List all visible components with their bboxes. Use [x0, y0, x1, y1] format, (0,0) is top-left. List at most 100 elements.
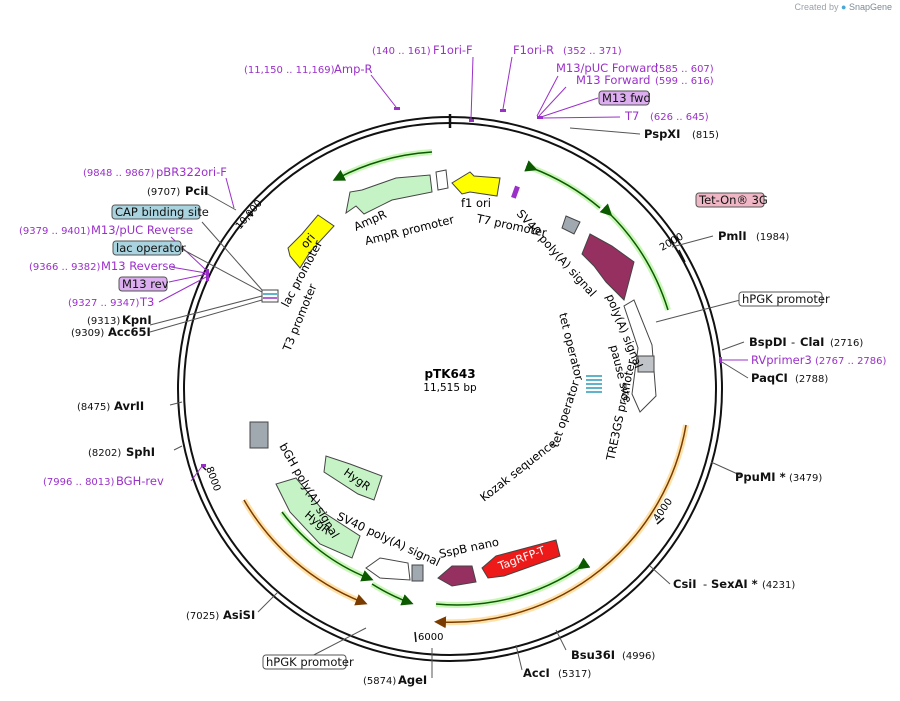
avrii-name: AvrII [114, 399, 144, 413]
m13-puc-reverse-name: M13/pUC Reverse [91, 223, 193, 237]
primer-markers [201, 107, 722, 467]
orf-arcs [241, 149, 689, 629]
ampr-promoter-arrow [435, 169, 449, 191]
amp-r-name: Amp-R [334, 62, 373, 76]
asisi-name: AsiSI [223, 608, 255, 622]
snapgene-logo-icon: ● [841, 2, 847, 12]
f1-ori-label: f1 ori [461, 196, 491, 210]
sphi-name: SphI [126, 445, 155, 459]
f1ori-f-range: (140 .. 161) [372, 46, 431, 57]
top-primer-labels: (11,150 .. 11,169) Amp-R (140 .. 161) F1… [244, 43, 714, 123]
m13-rev-name: M13 rev [122, 277, 169, 291]
tick-10000: 10,000 [234, 198, 265, 232]
ori-arrow [287, 214, 335, 269]
hpgk-right-box [738, 291, 823, 307]
cap-binding-name: CAP binding site [115, 205, 209, 219]
tick-8000: 8000 [201, 465, 222, 493]
site-leader-lines [149, 127, 749, 678]
tick-label-2000: 2000 [658, 231, 686, 253]
m13-puc-forward-range: (585 .. 607) [655, 64, 714, 75]
lac-promoter-block [261, 289, 279, 303]
ampr-arrow [345, 174, 433, 215]
sspb-nano-label: SspB nano [438, 535, 500, 561]
csii-name: CsiI [673, 577, 697, 591]
asisi-pos: (7025) [186, 611, 219, 622]
bsu36i-name: Bsu36I [571, 648, 615, 662]
hygr-arrow-2 [275, 477, 361, 559]
f1-ori-arrow [451, 171, 501, 197]
tick-6000: 6000 [414, 631, 443, 643]
tet-on-name: Tet-On® 3G [698, 193, 768, 207]
sexai-name: SexAI * [711, 577, 758, 591]
pmli-name: PmlI [718, 229, 747, 243]
pcii-pos: (9707) [147, 187, 180, 198]
sv40-polya-block-1 [561, 215, 581, 235]
credit-prefix: Created by [794, 2, 839, 12]
rvprimer3-name: RVprimer3 [751, 353, 812, 367]
tet-on-box [695, 192, 765, 208]
m13-forward-range: (599 .. 616) [655, 76, 714, 87]
csii-sep: - [703, 577, 707, 591]
agei-name: AgeI [398, 673, 427, 687]
pcii-name: PciI [185, 184, 208, 198]
bsu36i-pos: (4996) [622, 651, 655, 662]
tick-label-6000: 6000 [418, 632, 443, 643]
pspxi-name: PspXI [644, 127, 680, 141]
t7-range: (626 .. 645) [650, 112, 709, 123]
m13-reverse-pos: (9366 .. 9382) [29, 262, 101, 273]
kpni-pos: (9313) [87, 316, 120, 327]
paqci-pos: (2788) [795, 374, 828, 385]
tagrfp-arrow [481, 539, 561, 579]
tet-operator-label-2: tet operator [548, 379, 583, 449]
amp-r-range: (11,150 .. 11,169) [244, 65, 335, 76]
right-site-labels: PspXI (815) Tet-On® 3G PmlI (1984) hPGK … [523, 127, 887, 680]
sspb-nano-arrow [437, 565, 477, 587]
tick-label-8000: 8000 [203, 465, 222, 493]
hpgk-bottom-name: hPGK promoter [266, 655, 354, 669]
acc65i-name: Acc65I [108, 325, 151, 339]
sphi-pos: (8202) [88, 448, 121, 459]
kozak-label: Kozak sequence [477, 436, 559, 504]
bspdi-name: BspDI [749, 335, 787, 349]
pbr322ori-f-pos: (9848 .. 9867) [83, 168, 155, 179]
lac-operator-name: lac operator [116, 241, 186, 255]
tet-operator-block [586, 374, 602, 394]
bspdi-pos: (2716) [830, 338, 863, 349]
t7-name: T7 [624, 109, 639, 123]
pbr322ori-f-name: pBR322ori-F [156, 165, 227, 179]
bottom-site-labels: (5874) AgeI hPGK promoter [262, 654, 427, 687]
tick-label-10000: 10,000 [234, 198, 265, 232]
clai-name: ClaI [800, 335, 824, 349]
acci-pos: (5317) [558, 669, 591, 680]
acci-name: AccI [523, 666, 550, 680]
tre3gs-promoter-label: TRE3GS promoter [603, 358, 638, 463]
m13-reverse-name: M13 Reverse [101, 259, 175, 273]
plasmid-name: pTK643 [424, 367, 475, 381]
m13-fwd-box [598, 90, 650, 106]
avrii-pos: (8475) [77, 402, 110, 413]
m13-fwd-name: M13 fwd [602, 91, 651, 105]
bgh-polya-block [249, 421, 269, 449]
pause-site-block [637, 355, 655, 373]
ppumi-name: PpuMI * [735, 470, 786, 484]
bspdi-sep: - [791, 335, 795, 349]
leader-lines [158, 56, 748, 482]
hpgk-right-name: hPGK promoter [742, 292, 830, 306]
left-site-labels: (7025) AsiSI (7996 .. 8013) BGH-rev (820… [19, 165, 255, 622]
pspxi-pos: (815) [692, 130, 719, 141]
polya-signal-arrow [581, 233, 635, 301]
f1ori-f-name: F1ori-F [433, 43, 473, 57]
ppumi-pos: (3479) [789, 473, 822, 484]
paqci-name: PaqCI [751, 371, 788, 385]
f1ori-r-name: F1ori-R [513, 43, 554, 57]
rvprimer3-pos: (2767 .. 2786) [815, 356, 887, 367]
m13-rev-box [118, 276, 168, 292]
hpgk-bottom-box [262, 654, 347, 670]
t3-name: T3 [139, 295, 154, 309]
feature-shapes [249, 169, 657, 587]
cap-binding-box [111, 204, 201, 220]
m13-puc-forward-name: M13/pUC Forward [556, 61, 658, 75]
f1ori-r-range: (352 .. 371) [563, 46, 622, 57]
lac-operator-box [112, 240, 182, 256]
